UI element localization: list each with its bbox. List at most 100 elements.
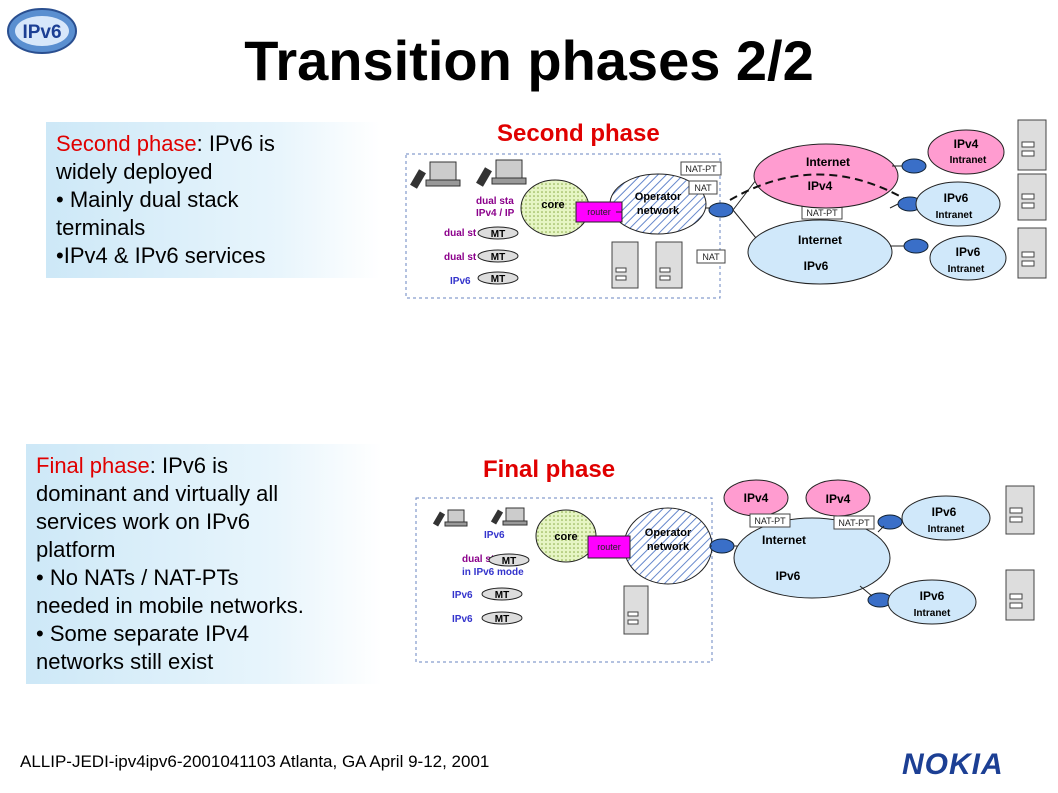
bullet-line: Final phase: IPv6 is <box>36 452 382 480</box>
intranet-sub: Intranet <box>950 155 987 166</box>
terminal-label: IPv6 <box>452 614 473 625</box>
mt-terminal: MT <box>477 249 519 263</box>
bullet-line: networks still exist <box>36 649 214 674</box>
second-phase-title: Second phase <box>497 120 660 147</box>
logo-text: IPv6 <box>22 22 61 43</box>
bullet-line: • Mainly dual stack <box>56 187 239 212</box>
internet-ipv4-cloud: Internet IPv4 <box>753 143 899 209</box>
mt-terminal: MT <box>481 611 523 625</box>
bullet-line: • No NATs / NAT-PTs <box>36 565 239 590</box>
intranet-label: IPv6 <box>920 589 945 603</box>
operator-boundary <box>415 497 713 663</box>
network-label: network <box>647 541 690 553</box>
footer-text: ALLIP-JEDI-ipv4ipv6-2001041103 Atlanta, … <box>20 752 490 771</box>
router-icon <box>877 514 903 530</box>
server-icon <box>611 241 639 289</box>
ipv4-cloud: IPv4 <box>805 479 871 517</box>
router-icon <box>903 238 929 254</box>
laptop-icon <box>491 159 527 185</box>
nat-pt-text: NAT-PT <box>806 208 838 218</box>
bullet-line: Second phase: IPv6 is <box>56 130 380 158</box>
core-label: core <box>554 531 577 543</box>
protocol-label: IPv4 <box>744 491 769 505</box>
intranet-sub: Intranet <box>914 608 951 619</box>
bullet-highlight: Second phase <box>56 131 197 156</box>
bullet-line: needed in mobile networks. <box>36 593 304 618</box>
nat-label: NAT <box>696 249 726 264</box>
operator-label: Operator <box>635 191 682 203</box>
intranet-ipv6-cloud: IPv6 Intranet <box>901 495 991 541</box>
internet-ipv6-cloud: Internet IPv6 <box>733 517 891 599</box>
mt-label: MT <box>491 252 505 263</box>
dashed-link <box>729 173 911 203</box>
phone-icon <box>490 509 504 525</box>
intranet-sub: Intranet <box>936 210 973 221</box>
intranet-ipv4-cloud: IPv4 Intranet <box>927 129 1005 175</box>
router-icon <box>901 158 927 174</box>
ipv4-cloud: IPv4 <box>723 479 789 517</box>
nat-pt-label: NAT-PT <box>833 515 875 530</box>
internet-label: Internet <box>762 533 806 547</box>
nat-pt-label: NAT-PT <box>749 513 791 528</box>
phone-icon <box>476 167 492 187</box>
nat-text: NAT <box>702 252 720 262</box>
terminal-label: dual st <box>444 252 477 263</box>
terminal-label: IPv6 <box>484 530 505 541</box>
mt-label: MT <box>502 556 516 567</box>
phone-icon <box>410 169 426 189</box>
router-label: router <box>587 207 611 217</box>
terminal-label: in IPv6 mode <box>462 567 524 578</box>
mt-terminal: MT <box>488 553 530 567</box>
bullet-line: terminals <box>56 215 146 240</box>
protocol-label: IPv4 <box>826 492 851 506</box>
nat-label: NAT <box>688 180 718 195</box>
laptop-icon <box>444 509 468 527</box>
internet-ipv6-cloud: Internet IPv6 <box>747 219 893 285</box>
bullet-text: : IPv6 is <box>149 453 228 478</box>
terminal-label: IPv6 <box>450 276 471 287</box>
mt-label: MT <box>491 274 505 285</box>
protocol-label: IPv6 <box>776 569 801 583</box>
internet-label: Internet <box>806 155 850 169</box>
mt-terminal: MT <box>481 587 523 601</box>
protocol-label: IPv4 <box>808 179 833 193</box>
bullet-highlight: Final phase <box>36 453 150 478</box>
bullet-line: • Some separate IPv4 <box>36 621 250 646</box>
core-cloud: core <box>535 509 597 563</box>
mt-terminal: MT <box>477 271 519 285</box>
bullet-line: platform <box>36 537 116 562</box>
router-box: router <box>575 201 623 223</box>
page-title: Transition phases 2/2 <box>244 29 814 92</box>
operator-boundary <box>405 153 721 299</box>
phone-icon <box>432 511 446 527</box>
mt-label: MT <box>495 590 509 601</box>
server-icon <box>1005 485 1035 535</box>
mt-label: MT <box>491 229 505 240</box>
nat-pt-text: NAT-PT <box>838 518 870 528</box>
bullet-text: : IPv6 is <box>196 131 275 156</box>
bullet-line: widely deployed <box>56 159 213 184</box>
nat-text: NAT <box>694 183 712 193</box>
bullet-line: dominant and virtually all <box>36 481 279 506</box>
terminal-label: dual st <box>444 228 477 239</box>
intranet-ipv6-cloud: IPv6 Intranet <box>887 579 977 625</box>
intranet-label: IPv4 <box>954 137 979 151</box>
internet-label: Internet <box>798 233 842 247</box>
terminal-label: dual st <box>462 554 495 565</box>
nat-pt-text: NAT-PT <box>685 164 717 174</box>
second-phase-bullets: Second phase: IPv6 is widely deployed • … <box>46 122 380 278</box>
final-phase-title: Final phase <box>483 456 616 483</box>
intranet-label: IPv6 <box>956 245 981 259</box>
mt-label: MT <box>495 614 509 625</box>
intranet-ipv6-cloud: IPv6 Intranet <box>929 235 1007 281</box>
intranet-label: IPv6 <box>944 191 969 205</box>
nat-pt-label: NAT-PT <box>680 161 722 176</box>
nat-pt-text: NAT-PT <box>754 516 786 526</box>
network-label: network <box>637 205 680 217</box>
server-icon <box>623 585 649 635</box>
router-box: router <box>587 535 631 559</box>
laptop-icon <box>502 507 528 526</box>
final-phase-diagram: IPv6 dual st in IPv6 mode IPv6 IPv6 MT M… <box>415 479 1035 663</box>
mt-terminal: MT <box>477 226 519 240</box>
server-icon <box>1017 227 1047 279</box>
